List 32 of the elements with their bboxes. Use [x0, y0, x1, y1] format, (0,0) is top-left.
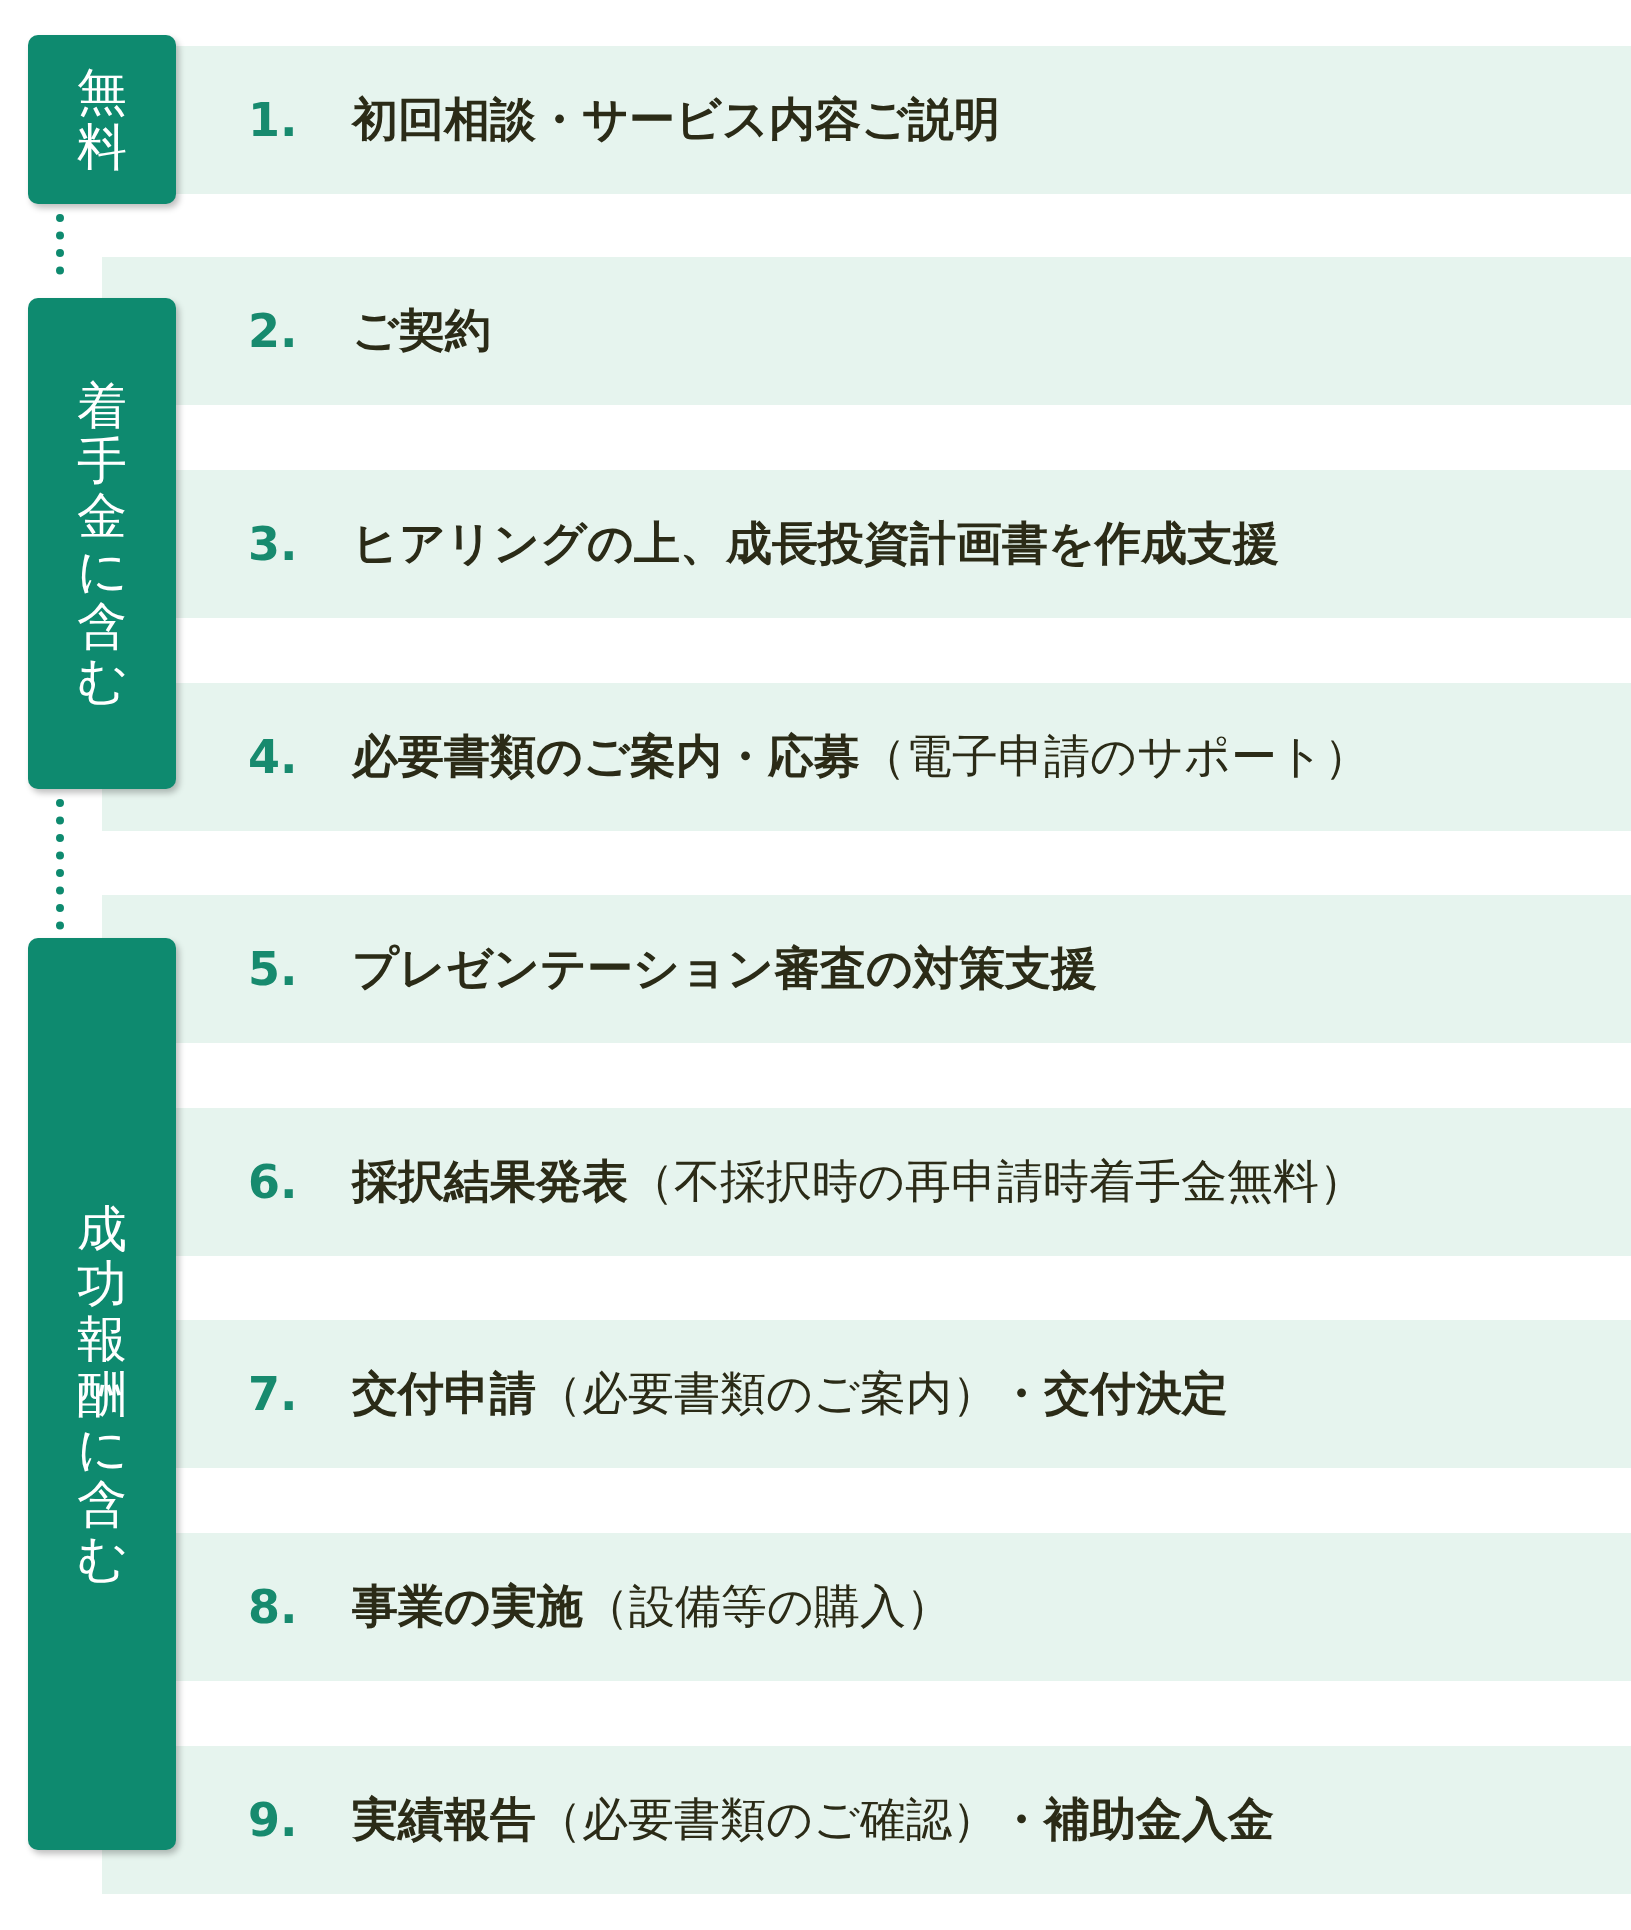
stage-label: 無料: [77, 64, 127, 175]
stage-label: 成功報酬に含む: [77, 1201, 127, 1587]
step-band: [176, 46, 1631, 194]
step-text: プレゼンテーション審査の対策支援: [352, 940, 1097, 997]
step-band: [176, 1320, 1631, 1468]
step-number: 9.: [248, 1793, 298, 1847]
stage-tab: [28, 35, 176, 204]
step-text: 交付申請（必要書類のご案内）・交付決定: [352, 1365, 1228, 1422]
step-text: 採択結果発表（不採択時の再申請時着手金無料）: [352, 1153, 1365, 1210]
step-number: 2.: [248, 304, 298, 358]
step-number: 8.: [248, 1580, 298, 1634]
dotted-connector: [56, 799, 64, 932]
step-number: 3.: [248, 517, 298, 571]
step-number: 4.: [248, 730, 298, 784]
step-text: ヒアリングの上、成長投資計画書を作成支援: [352, 515, 1279, 572]
step-number: 7.: [248, 1367, 298, 1421]
step-number: 5.: [248, 942, 298, 996]
stage-label: 着手金に含む: [77, 378, 127, 709]
step-band: [176, 1108, 1631, 1256]
step-band: [176, 470, 1631, 618]
step-band: [176, 1533, 1631, 1681]
step-text: 実績報告（必要書類のご確認）・補助金入金: [352, 1791, 1274, 1848]
step-text: 事業の実施（設備等の購入）: [352, 1578, 952, 1635]
step-number: 6.: [248, 1155, 298, 1209]
stage-tab: [28, 298, 176, 789]
step-number: 1.: [248, 93, 298, 147]
step-text: 初回相談・サービス内容ご説明: [352, 91, 1000, 148]
stage-tab: [28, 938, 176, 1850]
step-text: ご契約: [352, 302, 491, 359]
step-band: [102, 895, 1631, 1043]
step-band: [102, 1746, 1631, 1894]
step-text: 必要書類のご案内・応募（電子申請のサポート）: [352, 728, 1370, 785]
